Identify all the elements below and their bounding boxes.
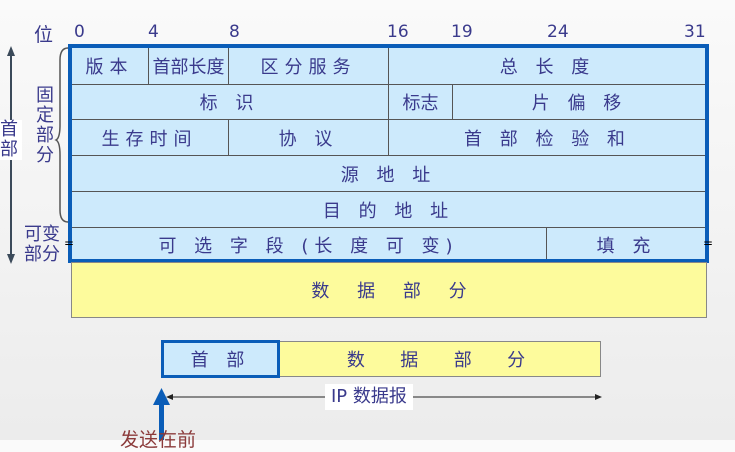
arrow-left-icon: [166, 394, 173, 400]
bit-19: 19: [451, 22, 473, 42]
field-header-length: 首部长度: [148, 46, 229, 85]
field-data: 数 据 部 分: [71, 262, 707, 318]
arrow-right-icon: [595, 394, 602, 400]
header-label: 首部: [0, 120, 22, 160]
field-ttl: 生存时间: [70, 119, 229, 156]
field-version: 版本: [70, 46, 149, 85]
field-total-length: 总 长 度: [388, 46, 707, 85]
sent-first-arrow-icon: [153, 388, 170, 405]
field-header-checksum: 首 部 检 验 和: [388, 119, 707, 156]
bit-31: 31: [684, 22, 706, 42]
datagram-data: 数 据 部 分: [279, 341, 601, 377]
bit-24: 24: [547, 22, 569, 42]
arrow-up-icon: [7, 46, 15, 56]
bit-label: 位: [34, 24, 54, 46]
arrow-down-icon: [7, 254, 15, 264]
field-options: 可 选 字 段 (长 度 可 变): [70, 227, 547, 262]
break-mark-right: =: [703, 236, 714, 250]
sent-first-shaft: [159, 401, 164, 440]
field-source-address: 源 地 址: [70, 155, 707, 192]
bit-16: 16: [387, 22, 409, 42]
field-protocol: 协 议: [228, 119, 389, 156]
break-mark-left: =: [64, 236, 75, 250]
field-padding: 填 充: [546, 227, 707, 262]
bit-0: 0: [74, 22, 85, 42]
variable-part-label: 可变部分: [24, 224, 60, 265]
bit-4: 4: [148, 22, 159, 42]
field-destination-address: 目 的 地 址: [70, 191, 707, 228]
bit-8: 8: [229, 22, 240, 42]
datagram-label: IP 数据报: [325, 384, 413, 410]
field-flags: 标志: [388, 84, 453, 120]
sent-first-label: 发送在前: [120, 429, 197, 451]
field-fragment-offset: 片 偏 移: [452, 84, 707, 120]
field-differentiated-services: 区分服务: [228, 46, 389, 85]
datagram-header: 首 部: [161, 340, 280, 378]
field-identification: 标 识: [70, 84, 389, 120]
fixed-part-label: 固定部分: [36, 85, 54, 166]
fixed-brace: [54, 47, 69, 223]
